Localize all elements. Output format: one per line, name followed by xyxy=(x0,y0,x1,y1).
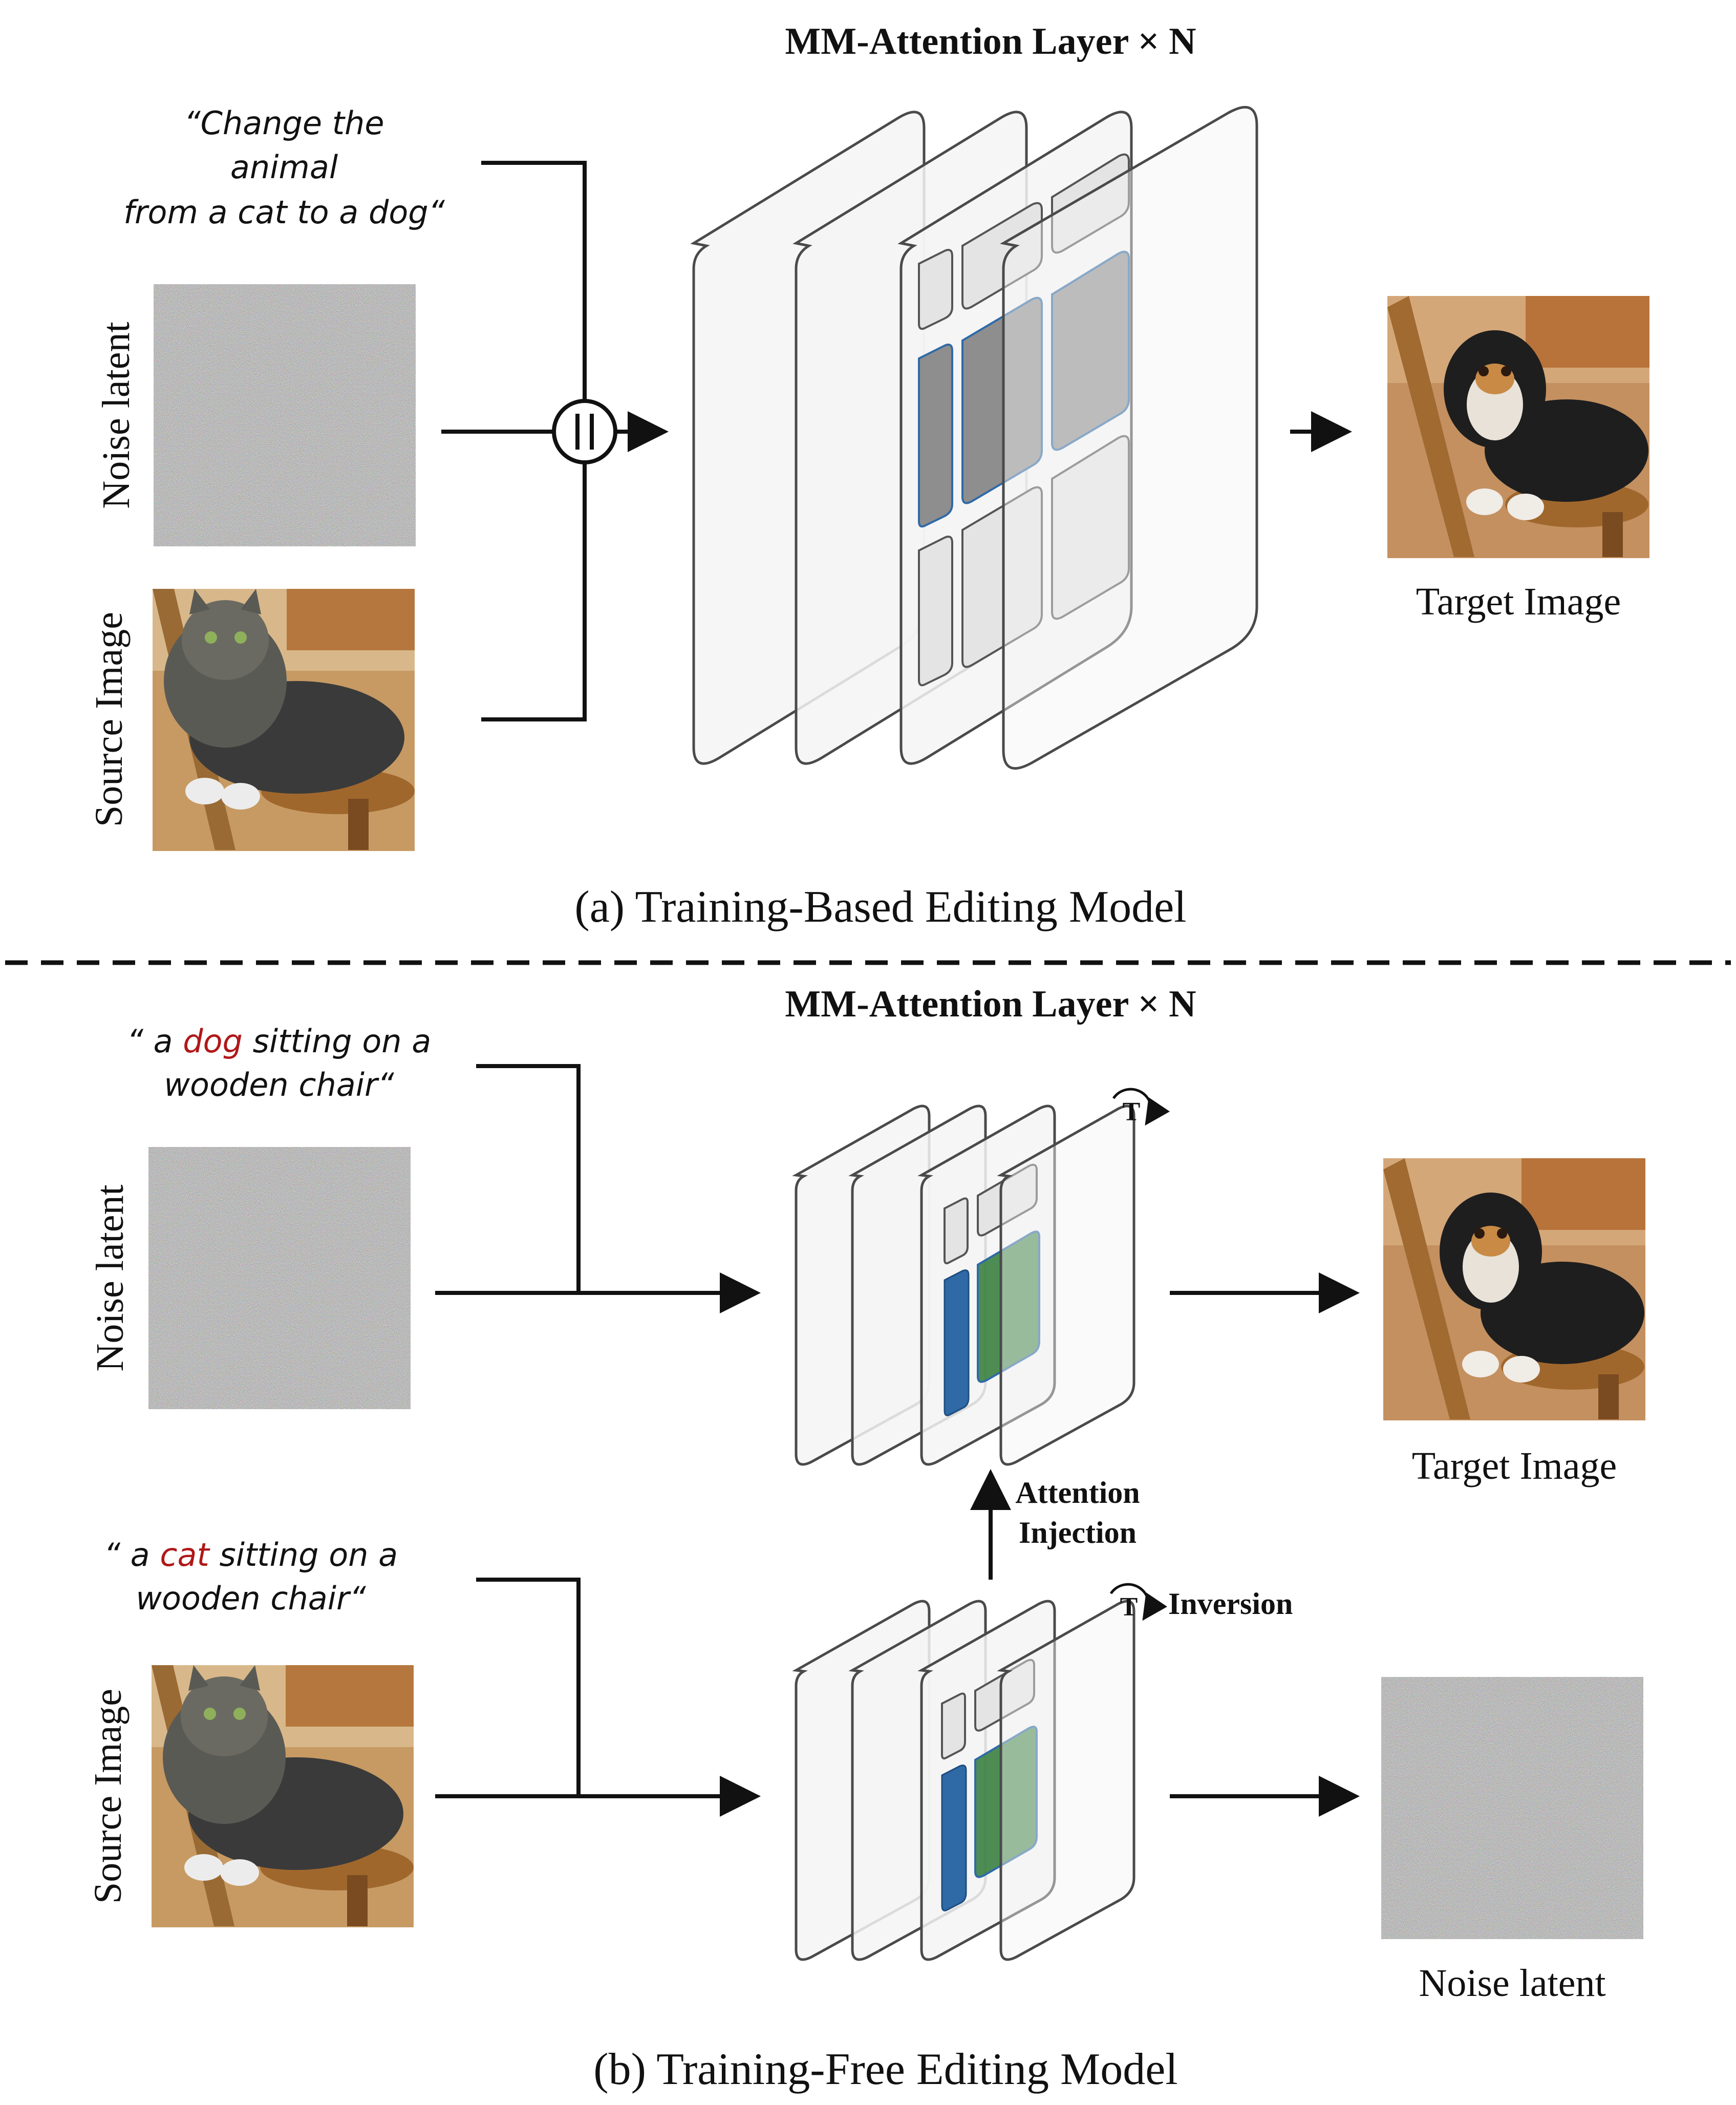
panel-b: MM-Attention Layer × N “ a dog sitting o… xyxy=(87,983,1645,2094)
inversion-label: Inversion xyxy=(1168,1587,1293,1621)
inversion-timestep-symbol: T xyxy=(1120,1592,1138,1622)
panel-b-output-noise-label: Noise latent xyxy=(1419,1962,1605,2005)
panel-b-noise-label: Noise latent xyxy=(89,1184,132,1371)
panel-b-target-label: Target Image xyxy=(1412,1444,1617,1487)
panel-a-prompt-line-1: “Change the xyxy=(184,104,384,142)
panel-a-target-dog-image xyxy=(1387,296,1649,558)
panel-a-noise-latent-image xyxy=(154,284,416,546)
panel-b-target-prompt-line-2: wooden chair“ xyxy=(164,1066,394,1103)
panel-b-noise-latent-image xyxy=(148,1147,411,1409)
panel-a-prompt-line-3: from a cat to a dog“ xyxy=(123,194,445,231)
panel-b-target-dog-image xyxy=(1383,1158,1645,1420)
panel-b-caption: (b) Training-Free Editing Model xyxy=(593,2045,1177,2094)
panel-a-caption: (a) Training-Based Editing Model xyxy=(574,882,1186,932)
inversion-loop-icon: T xyxy=(1109,1583,1168,1622)
timestep-symbol: T xyxy=(1123,1097,1141,1126)
panel-b-source-connectors xyxy=(435,1578,761,1817)
target-green-block xyxy=(977,1230,1040,1383)
panel-a-attention-layer-stack xyxy=(690,106,1258,770)
panel-a-input-connectors xyxy=(441,161,669,721)
target-prompt-keyword: dog xyxy=(183,1023,243,1060)
panel-b-source-prompt-line-2: wooden chair“ xyxy=(136,1580,366,1617)
panel-a-prompt-line-2: animal xyxy=(230,148,338,186)
panel-b-source-prompt-line-1: “ a cat sitting on a xyxy=(104,1536,398,1574)
panel-a-noise-label: Noise latent xyxy=(95,322,138,508)
attention-layer-4 xyxy=(1000,106,1258,770)
attention-injection-label-2: Injection xyxy=(1019,1516,1137,1549)
panel-a-source-label: Source Image xyxy=(88,612,131,827)
panel-b-source-label: Source Image xyxy=(87,1689,130,1904)
attention-injection-label-1: Attention xyxy=(1015,1476,1140,1509)
panel-a: MM-Attention Layer × N “Change the anima… xyxy=(88,20,1649,932)
panel-b-target-layer-stack xyxy=(792,1104,1135,1466)
source-blue-block xyxy=(941,1764,967,1911)
source-prompt-keyword: cat xyxy=(160,1536,210,1574)
target-blue-block xyxy=(944,1269,970,1416)
panel-b-inversion-layer-stack xyxy=(792,1600,1135,1961)
timestep-loop-icon: T xyxy=(1112,1088,1170,1126)
source-green-block xyxy=(974,1726,1038,1878)
panel-b-title: MM-Attention Layer × N xyxy=(785,983,1196,1025)
concat-operator-icon xyxy=(552,399,617,464)
panel-b-source-cat-image xyxy=(152,1665,414,1927)
panel-b-target-prompt-line-1: “ a dog sitting on a xyxy=(127,1023,432,1060)
panel-b-target-connectors xyxy=(435,1064,761,1313)
panel-a-source-cat-image xyxy=(153,589,415,851)
panel-a-target-label: Target Image xyxy=(1416,580,1621,623)
panel-a-prompt: “Change the animal from a cat to a dog“ xyxy=(123,104,445,231)
panel-b-output-noise-image xyxy=(1381,1677,1643,1939)
panel-a-title: MM-Attention Layer × N xyxy=(785,20,1196,62)
